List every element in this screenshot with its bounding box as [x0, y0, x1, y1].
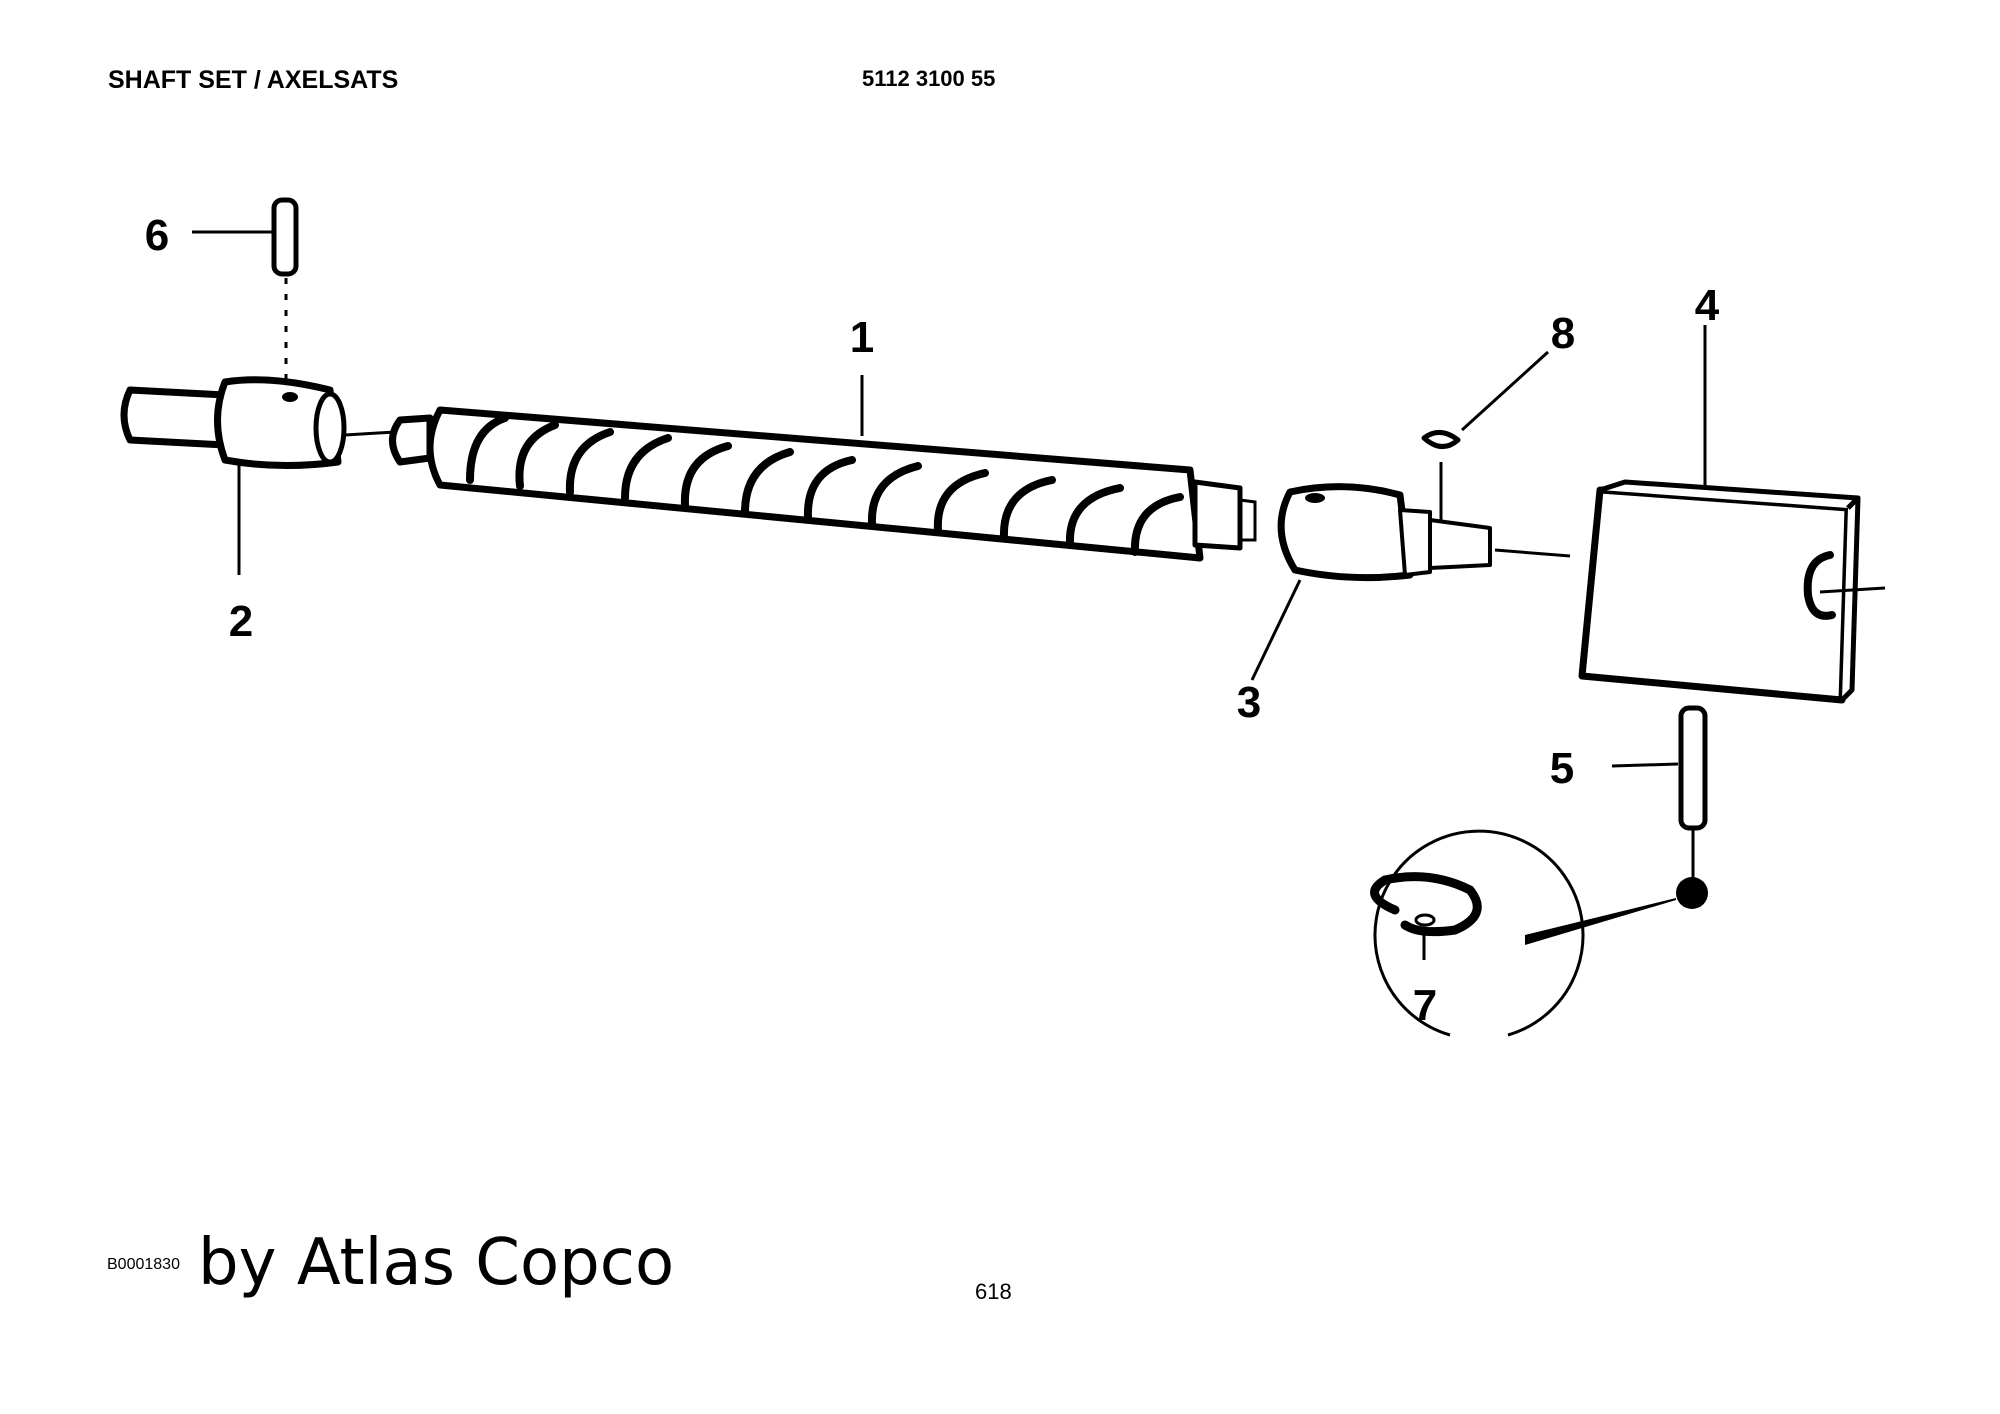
- callout-5: 5: [1550, 744, 1574, 793]
- part-6-pin: [271, 197, 299, 380]
- part-2-coupling: [120, 376, 347, 470]
- page-number: 618: [975, 1279, 1012, 1304]
- leader-8: [1460, 350, 1550, 432]
- part-3-bushing: [1277, 483, 1492, 582]
- part-5-pin: [1676, 705, 1708, 909]
- part-number: 5112 3100 55: [862, 66, 996, 91]
- shaft-set-exploded-diagram: 1 2 3 4 5 6 7 8: [120, 197, 1886, 1037]
- part-8-key: [1421, 430, 1461, 520]
- detail-circle-7: [1370, 829, 1676, 1037]
- page-title: SHAFT SET / AXELSATS: [108, 66, 399, 94]
- callout-7: 7: [1413, 981, 1437, 1030]
- part-4-housing: [1578, 479, 1886, 704]
- axis-line-3-4: [1494, 548, 1571, 558]
- callout-6: 6: [145, 211, 169, 260]
- callout-1: 1: [850, 313, 874, 362]
- callout-3: 3: [1237, 678, 1261, 727]
- leader-5: [1611, 762, 1679, 768]
- axis-line-2-1: [344, 430, 396, 437]
- callout-4: 4: [1695, 281, 1720, 330]
- leader-3: [1250, 579, 1302, 681]
- callout-2: 2: [229, 597, 253, 646]
- credit-text: by Atlas Copco: [198, 1226, 675, 1300]
- callout-8: 8: [1551, 309, 1575, 358]
- part-1-screw-shaft: [389, 406, 1257, 562]
- drawing-reference: B0001830: [107, 1256, 180, 1273]
